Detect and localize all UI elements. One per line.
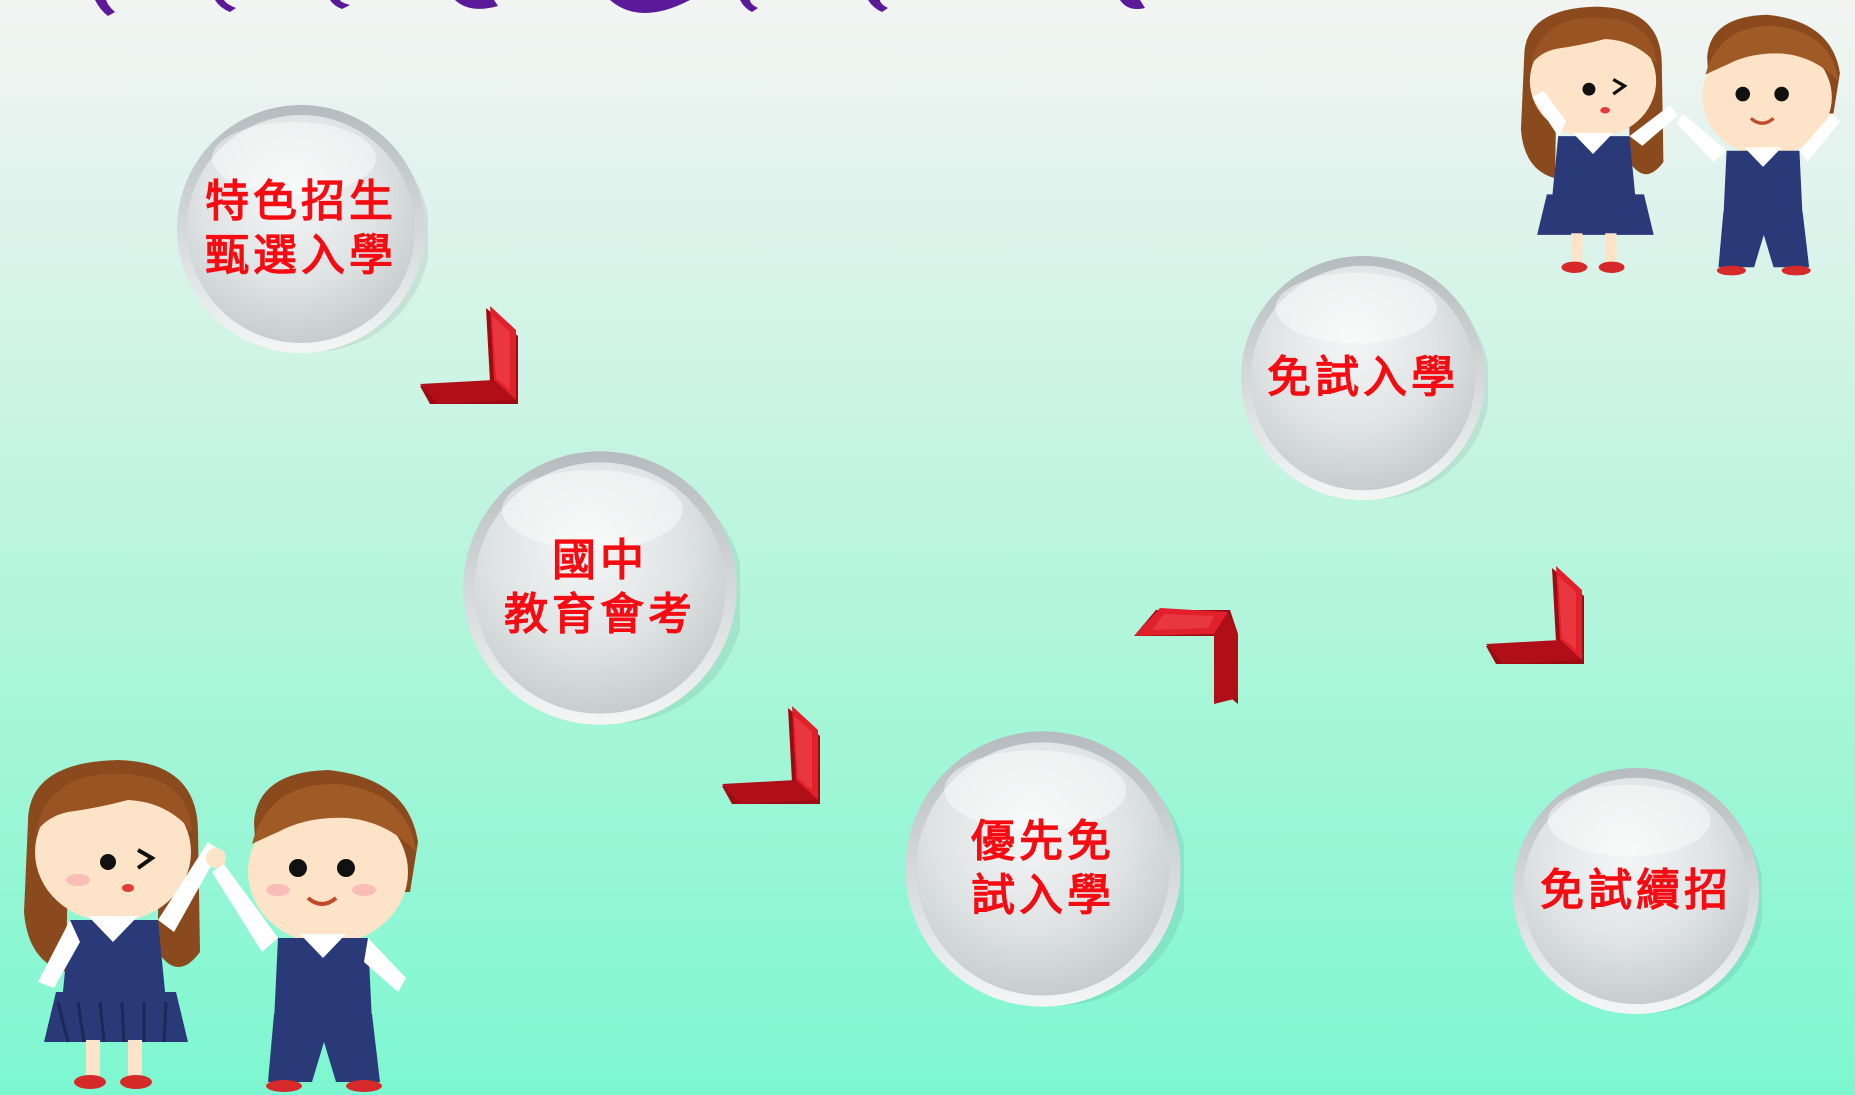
step-bubble-priority-admission: 優先免 試入學 — [902, 728, 1184, 1010]
step-bubble-exam-free-admission: 免試入學 — [1238, 250, 1488, 506]
students-illustration — [1520, 6, 1840, 276]
arrow-chevron-icon — [722, 706, 832, 816]
girl-figure — [1520, 6, 1678, 273]
students-illustration — [24, 760, 418, 1092]
step-label-line2: 試入學 — [971, 870, 1115, 921]
glass-circle-shape — [1512, 767, 1762, 1015]
glass-circle-shape — [1240, 255, 1488, 501]
step-label: 免試續招 — [1540, 760, 1732, 1022]
step-label: 國中 教育會考 — [490, 448, 710, 728]
step-label: 免試入學 — [1267, 250, 1459, 506]
step-bubble-education-exam: 國中 教育會考 — [460, 448, 740, 728]
step-bubble-special-admission: 特色招生 甄選入學 — [174, 102, 428, 356]
title-fragment — [95, 0, 1145, 16]
boy-figure — [212, 770, 418, 1092]
step-bubble-continued-admission: 免試續招 — [1510, 760, 1762, 1022]
arrow-chevron-icon — [1486, 566, 1596, 676]
girl-figure — [24, 760, 220, 1089]
arrow-chevron-icon — [1134, 600, 1244, 710]
boy-figure — [1676, 14, 1840, 276]
step-label: 特色招生 甄選入學 — [204, 102, 398, 356]
glass-circle-shape — [463, 451, 740, 725]
step-label: 優先免 試入學 — [932, 728, 1154, 1010]
glass-circle-shape — [177, 105, 428, 353]
step-label-line1: 國中 — [552, 535, 648, 586]
step-label-line1: 特色招生 — [205, 176, 397, 227]
glass-circle-shape — [905, 731, 1184, 1007]
step-label-line1: 免試入學 — [1267, 352, 1459, 403]
arrow-chevron-icon — [420, 306, 530, 416]
step-label-line1: 免試續招 — [1540, 865, 1732, 916]
step-label-line2: 甄選入學 — [205, 230, 397, 281]
step-label-line2: 教育會考 — [504, 589, 696, 640]
step-label-line1: 優先免 — [971, 816, 1115, 867]
